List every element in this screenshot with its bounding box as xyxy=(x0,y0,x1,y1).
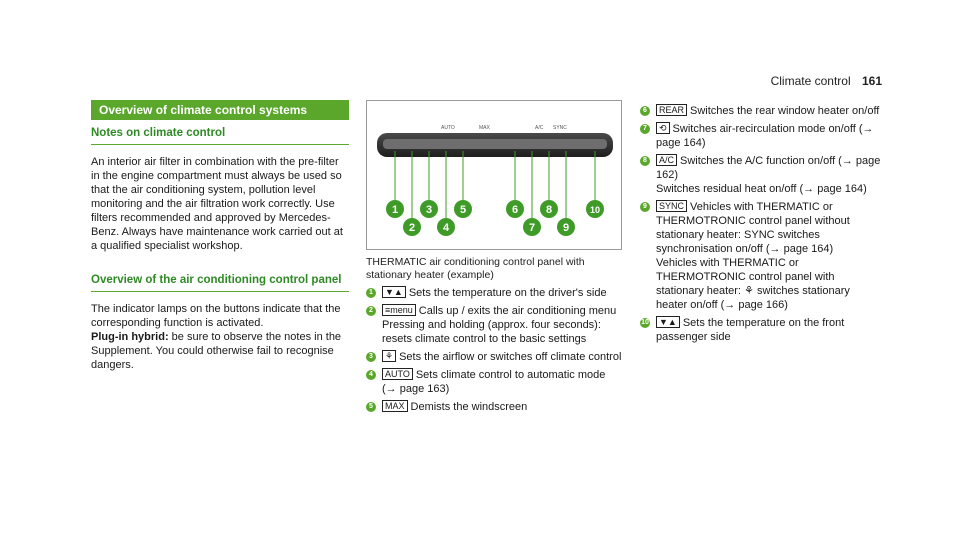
item-number-badge: 8 xyxy=(640,156,650,166)
callout-marker-9 xyxy=(557,218,575,236)
callout-marker-5 xyxy=(454,200,472,218)
notes-heading: Notes on climate control xyxy=(91,126,349,145)
left-column: Overview of climate control systems Note… xyxy=(91,100,349,372)
item-list-middle: 1 ▼▲Sets the temperature on the driver's … xyxy=(366,286,622,414)
item-number-badge: 6 xyxy=(640,106,650,116)
button-symbol-icon: MAX xyxy=(382,400,408,412)
callout-label-3: 3 xyxy=(426,204,432,216)
item-number-badge: 4 xyxy=(366,370,376,380)
panel-label-auto: AUTO xyxy=(441,125,455,131)
item-text: Sets the temperature on the driver's sid… xyxy=(408,287,607,299)
callout-marker-10 xyxy=(586,200,604,218)
plugin-note: Plug-in hybrid: be sure to observe the n… xyxy=(91,330,349,372)
item-text: Vehicles with THERMATIC or THERMOTRONIC … xyxy=(656,201,850,255)
callout-marker-3 xyxy=(420,200,438,218)
plugin-text: be sure to observe the notes in the Supp… xyxy=(91,331,342,371)
item-text: Demists the windscreen xyxy=(410,401,528,413)
callout-marker-4 xyxy=(437,218,455,236)
page-number: 161 xyxy=(861,74,882,88)
item-number-badge: 5 xyxy=(366,402,376,412)
item-extra-text: Switches residual heat on/off (→ page 16… xyxy=(656,183,867,195)
button-symbol-icon: SYNC xyxy=(656,200,688,212)
callout-marker-8 xyxy=(540,200,558,218)
item-text: Switches the A/C function on/off (→ page… xyxy=(656,155,881,181)
callout-label-6: 6 xyxy=(512,204,518,216)
chapter-title: Climate control xyxy=(770,74,851,88)
callout-marker-1 xyxy=(386,200,404,218)
button-symbol-icon: REAR xyxy=(656,104,688,116)
callout-marker-2 xyxy=(403,218,421,236)
button-symbol-icon: ⟲ xyxy=(656,122,670,134)
figure-caption: THERMATIC air conditioning control panel… xyxy=(366,256,585,281)
list-item: 3 ⚘Sets the airflow or switches off clima… xyxy=(366,350,622,364)
section-title: Overview of climate control systems xyxy=(91,100,349,120)
callout-label-4: 4 xyxy=(443,222,450,234)
item-number-badge: 3 xyxy=(366,352,376,362)
panel-strip xyxy=(383,139,607,149)
item-number-badge: 1 xyxy=(366,288,376,298)
item-number-badge: 7 xyxy=(640,124,650,134)
overview-heading: Overview of the air conditioning control… xyxy=(91,273,349,292)
item-number-badge: 2 xyxy=(366,306,376,316)
callout-label-2: 2 xyxy=(409,222,415,234)
callout-label-8: 8 xyxy=(546,204,552,216)
item-extra-text: Pressing and holding (approx. four secon… xyxy=(382,319,601,345)
panel-label-sync: SYNC xyxy=(553,125,567,131)
panel-label-max: MAX xyxy=(479,125,491,131)
button-symbol-icon: ▼▲ xyxy=(382,286,406,298)
item-text: Calls up / exits the air conditioning me… xyxy=(418,305,617,317)
button-symbol-icon: ≡menu xyxy=(382,304,416,316)
callout-label-9: 9 xyxy=(563,222,569,234)
callout-label-5: 5 xyxy=(460,204,466,216)
button-symbol-icon: A/C xyxy=(656,154,678,166)
list-item: 7 ⟲Switches air-recirculation mode on/off… xyxy=(640,122,884,150)
plugin-label: Plug-in hybrid: xyxy=(91,331,169,343)
item-text: Sets the temperature on the front passen… xyxy=(656,317,845,343)
button-symbol-icon: ▼▲ xyxy=(656,316,680,328)
notes-text: An interior air filter in combination wi… xyxy=(91,156,343,252)
panel-label-ac: A/C xyxy=(535,125,544,131)
overview-text: The indicator lamps on the buttons indic… xyxy=(91,303,341,329)
item-text: Switches the rear window heater on/off xyxy=(690,105,880,117)
list-item: 10 ▼▲Sets the temperature on the front pa… xyxy=(640,316,884,344)
button-symbol-icon: ⚘ xyxy=(382,350,397,362)
item-number-badge: 9 xyxy=(640,202,650,212)
callout-marker-7 xyxy=(523,218,541,236)
page-header: Climate control 161 xyxy=(771,74,882,88)
callout-label-1: 1 xyxy=(392,204,398,216)
item-number-badge: 10 xyxy=(640,318,650,328)
item-text: Switches air-recirculation mode on/off (… xyxy=(656,123,874,149)
callout-marker-6 xyxy=(506,200,524,218)
item-text: Sets climate control to automatic mode (… xyxy=(382,369,606,395)
callout-label-10: 10 xyxy=(590,205,600,215)
item-extra-text: Vehicles with THERMATIC or THERMOTRONIC … xyxy=(656,257,850,311)
button-symbol-icon: AUTO xyxy=(382,368,413,380)
callout-label-7: 7 xyxy=(529,222,535,234)
item-text: Sets the airflow or switches off climate… xyxy=(399,351,622,363)
list-item: 1 ▼▲Sets the temperature on the driver's … xyxy=(366,286,622,300)
